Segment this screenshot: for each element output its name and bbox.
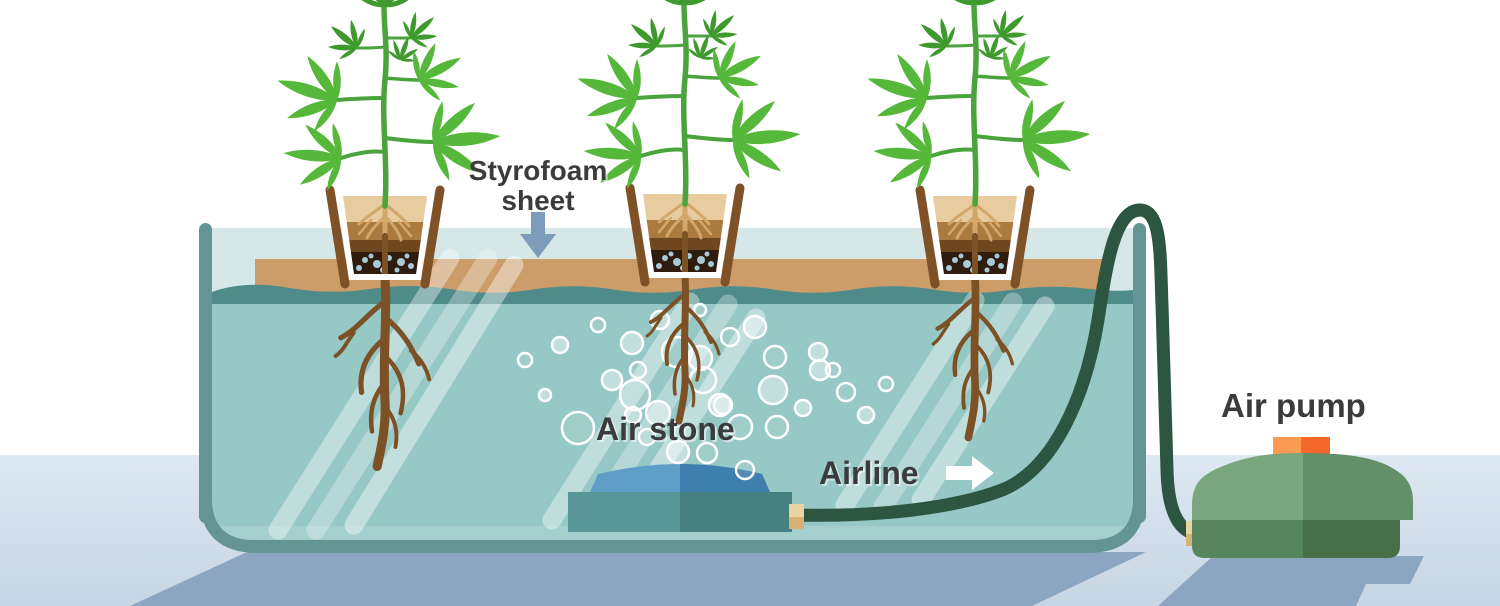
air-pump-label: Air pump xyxy=(1221,387,1366,424)
pump-shadow xyxy=(1158,556,1424,606)
styrofoam-sheet-label: Styrofoam sheet xyxy=(468,155,608,217)
plants xyxy=(266,0,1094,206)
air-stone-label: Air stone xyxy=(596,411,735,447)
water-bottom-glow xyxy=(212,526,1133,540)
airline-label: Airline xyxy=(819,455,919,491)
tank-right-wall xyxy=(1133,223,1146,523)
light-streaks xyxy=(268,248,1055,540)
tank-shadow xyxy=(130,552,1146,606)
tank-bottom-border xyxy=(199,460,1146,553)
airstone-connector xyxy=(789,504,804,529)
air-stone xyxy=(568,464,792,532)
airline-tube xyxy=(788,203,1205,541)
air-pump xyxy=(1192,437,1413,558)
water-surface-wave xyxy=(212,284,1133,305)
airline-pointer-arrow-icon xyxy=(946,456,994,490)
tank-left-wall xyxy=(199,223,212,523)
styrofoam-pointer-arrow-icon xyxy=(520,212,556,258)
